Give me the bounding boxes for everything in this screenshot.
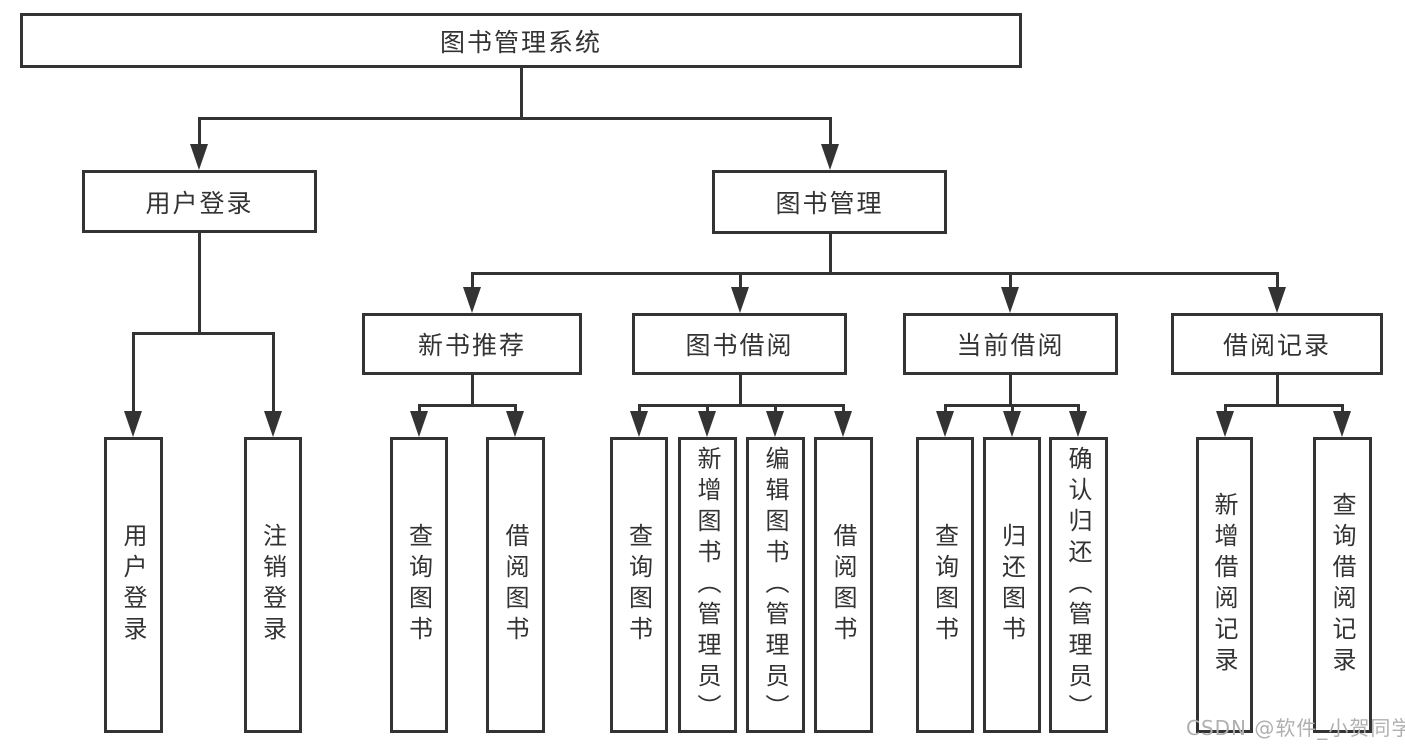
arrowhead-to-user-login [190, 144, 208, 170]
leaf-current-confirm-return-admin: 确认归还（管理员） [1049, 437, 1108, 733]
leaf-current-return-books-label: 归还图书 [997, 523, 1026, 647]
arrowhead-to-leaf-cb-return [1003, 411, 1021, 437]
connector-to-user-login [198, 117, 201, 147]
leaf-current-query-books-label: 查询图书 [930, 523, 959, 647]
leaf-borrowing-edit-books-admin-label: 编辑图书（管理员） [761, 445, 789, 725]
arrowhead-to-borrow-records [1268, 287, 1286, 313]
leaf-records-add-borrow-record-label: 新增借阅记录 [1210, 492, 1238, 678]
node-borrow-records: 借阅记录 [1171, 313, 1383, 375]
connector-root-stub [520, 68, 523, 120]
leaf-recommend-borrow-books-label: 借阅图书 [501, 523, 529, 647]
connector-to-leaf-bb-add [706, 404, 709, 414]
arrowhead-to-leaf-logout [264, 411, 282, 437]
connector-to-leaf-rec-borrow [514, 404, 517, 414]
leaf-recommend-borrow-books: 借阅图书 [486, 437, 545, 733]
arrowhead-to-new-book-recommend [463, 287, 481, 313]
arrowhead-to-book-borrowing [731, 287, 749, 313]
connector-to-leaf-bb-borrow [842, 404, 845, 414]
leaf-borrowing-add-books-admin: 新增图书（管理员） [678, 437, 737, 733]
connector-to-current-borrowing [1009, 272, 1012, 290]
connector-to-leaf-rec-query [418, 404, 421, 414]
leaf-current-query-books: 查询图书 [916, 437, 974, 733]
connector-borrow-records-stub [1276, 375, 1279, 406]
connector-to-leaf-br-query [1341, 404, 1344, 414]
node-current-borrowing-label: 当前借阅 [956, 331, 1065, 360]
leaf-borrowing-borrow-books-label: 借阅图书 [829, 523, 857, 647]
node-user-login: 用户登录 [82, 170, 317, 233]
node-book-borrowing: 图书借阅 [632, 313, 847, 375]
node-user-login-label: 用户登录 [145, 188, 254, 218]
leaf-current-confirm-return-admin-label: 确认归还（管理员） [1064, 445, 1092, 725]
node-current-borrowing: 当前借阅 [903, 313, 1118, 375]
connector-book-management-stub [829, 234, 832, 274]
leaf-records-query-borrow-record-label: 查询借阅记录 [1328, 492, 1356, 678]
leaf-logout-label: 注销登录 [258, 523, 287, 647]
arrowhead-to-leaf-cb-query [936, 411, 954, 437]
connector-to-leaf-user-login [132, 332, 135, 414]
csdn-watermark: CSDN @软件_小贺同学 [1186, 716, 1405, 740]
leaf-recommend-query-books: 查询图书 [390, 437, 448, 733]
leaf-borrowing-add-books-admin-label: 新增图书（管理员） [693, 445, 721, 725]
connector-to-leaf-cb-confirm [1077, 404, 1080, 414]
leaf-logout: 注销登录 [244, 437, 302, 733]
connector-to-borrow-records [1276, 272, 1279, 290]
connector-to-book-management [829, 117, 832, 147]
connector-to-new-book-recommend [471, 272, 474, 290]
arrowhead-to-leaf-bb-add [698, 411, 716, 437]
node-book-management: 图书管理 [712, 170, 947, 234]
connector-current-borrowing-stub [1009, 375, 1012, 406]
connector-level2-rail [198, 117, 831, 120]
arrowhead-to-leaf-bb-query [630, 411, 648, 437]
arrowhead-to-leaf-cb-confirm [1069, 411, 1087, 437]
connector-user-login-rail [132, 332, 275, 335]
connector-level3-rail [471, 272, 1279, 275]
connector-to-leaf-logout [272, 332, 275, 414]
leaf-records-add-borrow-record: 新增借阅记录 [1196, 437, 1253, 733]
arrowhead-to-leaf-rec-query [410, 411, 428, 437]
leaf-borrowing-edit-books-admin: 编辑图书（管理员） [746, 437, 805, 733]
leaf-borrowing-query-books-label: 查询图书 [624, 523, 653, 647]
connector-to-leaf-bb-query [638, 404, 641, 414]
leaf-records-query-borrow-record: 查询借阅记录 [1313, 437, 1372, 733]
connector-book-borrowing-rail [638, 404, 845, 407]
connector-to-leaf-cb-return [1011, 404, 1014, 414]
leaf-borrowing-query-books: 查询图书 [610, 437, 668, 733]
connector-to-book-borrowing [739, 272, 742, 290]
node-new-book-recommend-label: 新书推荐 [417, 331, 526, 360]
leaf-user-login: 用户登录 [104, 437, 163, 733]
node-book-management-label: 图书管理 [775, 189, 884, 218]
connector-to-leaf-br-add [1224, 404, 1227, 414]
arrowhead-to-leaf-rec-borrow [506, 411, 524, 437]
node-borrow-records-label: 借阅记录 [1222, 331, 1331, 360]
arrowhead-to-leaf-bb-edit [766, 411, 784, 437]
connector-to-leaf-bb-edit [774, 404, 777, 414]
leaf-current-return-books: 归还图书 [983, 437, 1041, 733]
connector-borrow-records-rail [1224, 404, 1344, 407]
node-book-borrowing-label: 图书借阅 [685, 331, 794, 360]
arrowhead-to-leaf-br-add [1216, 411, 1234, 437]
node-new-book-recommend: 新书推荐 [362, 313, 582, 375]
connector-new-book-recommend-rail [418, 404, 517, 407]
leaf-user-login-label: 用户登录 [119, 523, 147, 647]
connector-user-login-stub [198, 233, 201, 334]
arrowhead-to-leaf-bb-borrow [834, 411, 852, 437]
leaf-borrowing-borrow-books: 借阅图书 [814, 437, 873, 733]
node-root-label: 图书管理系统 [439, 27, 602, 57]
leaf-recommend-query-books-label: 查询图书 [404, 523, 433, 647]
arrowhead-to-leaf-user-login [124, 411, 142, 437]
connector-new-book-recommend-stub [471, 375, 474, 406]
node-root: 图书管理系统 [20, 13, 1022, 68]
connector-book-borrowing-stub [739, 375, 742, 406]
arrowhead-to-current-borrowing [1001, 287, 1019, 313]
arrowhead-to-leaf-br-query [1333, 411, 1351, 437]
arrowhead-to-book-management [821, 144, 839, 170]
connector-to-leaf-cb-query [944, 404, 947, 414]
